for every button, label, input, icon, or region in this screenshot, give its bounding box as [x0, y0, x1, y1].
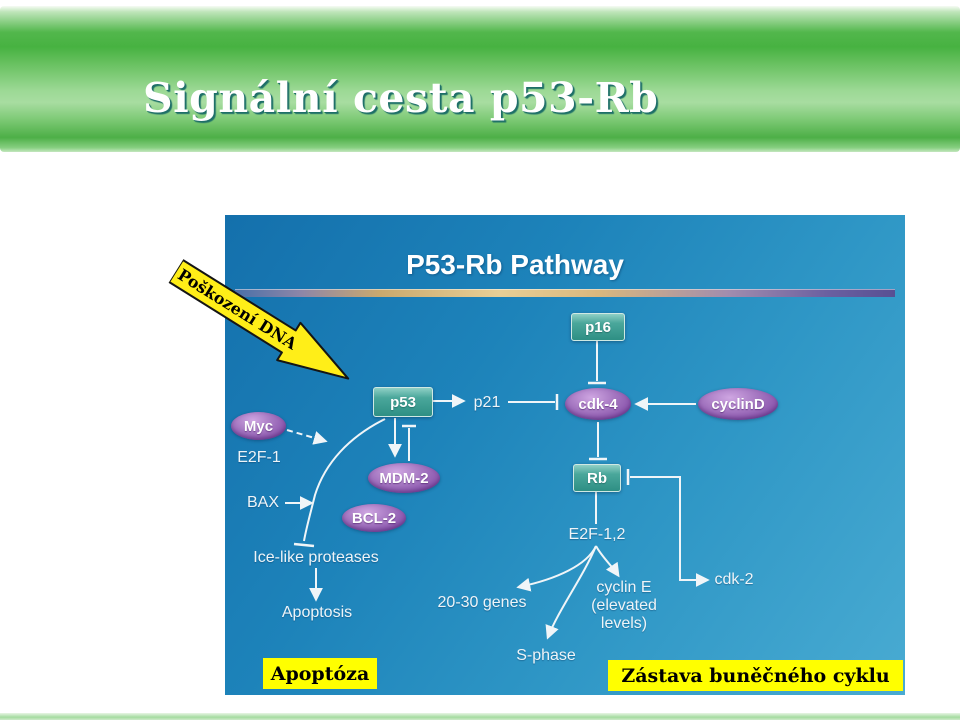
edge-e2f12-genes — [516, 545, 597, 592]
node-p16: p16 — [571, 313, 625, 341]
label-ice-like-proteases: Ice-like proteases — [253, 549, 379, 566]
header-bar: Signální cesta p53-Rb — [0, 6, 960, 152]
dna-damage-arrow: Poškození DNA — [164, 251, 362, 399]
node-rb: Rb — [573, 464, 621, 492]
node-mdm2: MDM-2 — [368, 463, 440, 493]
edge-myc-dashed — [286, 429, 328, 445]
edge-cdk4-rb — [589, 422, 607, 461]
edge-p53-mdm2 — [388, 418, 416, 461]
label-genes: 20-30 genes — [437, 594, 527, 611]
cell-cycle-arrest-highlight: Zástava buněčného cyklu — [608, 660, 903, 691]
label-e2f12: E2F-1,2 — [568, 526, 626, 543]
label-sphase: S-phase — [516, 647, 576, 664]
edge-e2f12-sphase — [545, 545, 597, 640]
node-bcl2: BCL-2 — [342, 504, 406, 532]
edge-p21-cdk4 — [508, 394, 559, 410]
label-cdk2: cdk-2 — [714, 571, 754, 588]
label-bax: BAX — [246, 494, 280, 511]
slide-title: Signální cesta p53-Rb — [143, 74, 659, 122]
pathway-edges — [285, 340, 710, 640]
node-cdk4: cdk-4 — [565, 388, 631, 420]
label-cyclin-e: cyclin E (elevated levels) — [591, 579, 657, 632]
edge-e2f12-cycline — [595, 545, 620, 578]
node-myc: Myc — [231, 412, 286, 440]
label-p21: p21 — [473, 394, 501, 411]
node-cyclind: cyclinD — [698, 388, 778, 420]
pathway-panel: P53-Rb Pathway — [225, 215, 905, 695]
title-divider — [235, 289, 895, 297]
edge-cdk2-rb-feedback — [626, 469, 710, 587]
edge-p16-cdk4 — [588, 340, 606, 385]
dna-damage-arrow-shape — [168, 258, 350, 380]
label-apoptosis: Apoptosis — [281, 604, 353, 621]
node-p53: p53 — [373, 387, 433, 417]
pathway-title: P53-Rb Pathway — [406, 249, 624, 280]
footer-bar — [0, 713, 960, 720]
apoptoza-highlight: Apoptóza — [263, 658, 377, 689]
edge-p53-ice-curve — [293, 418, 386, 548]
label-e2f1: E2F-1 — [237, 449, 281, 466]
